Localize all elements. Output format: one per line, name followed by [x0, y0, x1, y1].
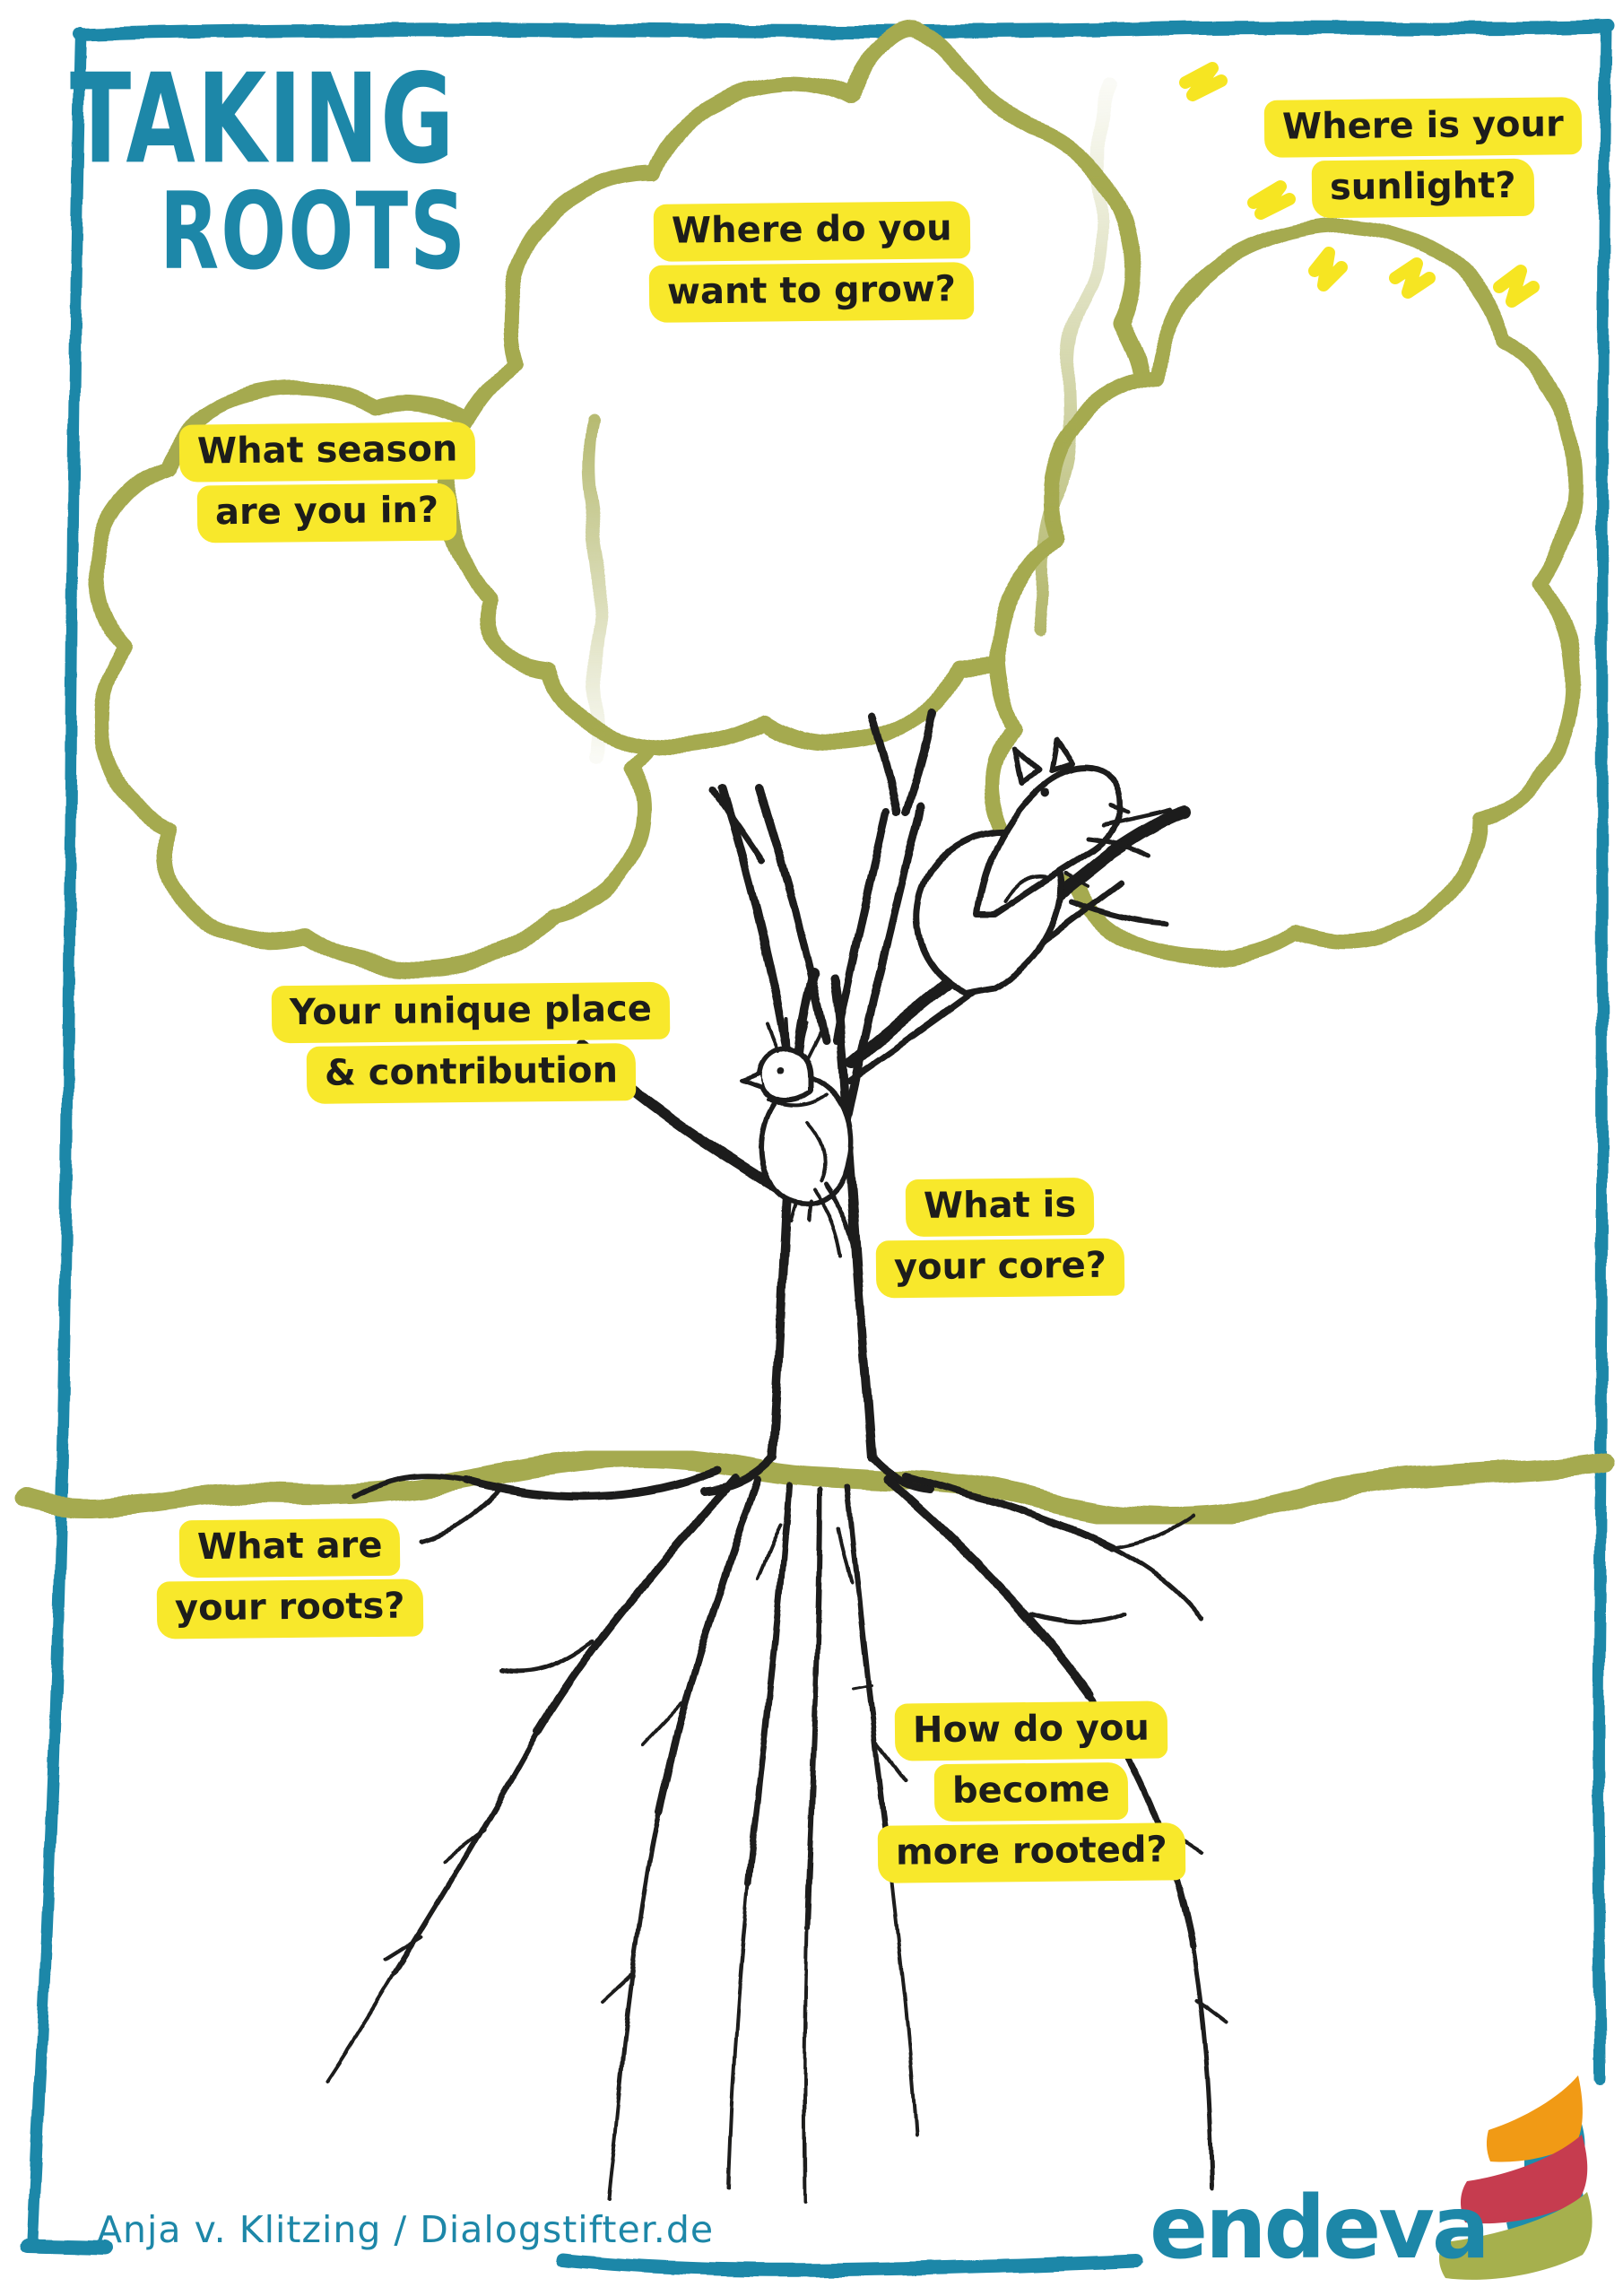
- tree-roots-illustration: [325, 1466, 1228, 2204]
- canopy-fade-strokes: [580, 78, 1117, 765]
- ground-line: [12, 1447, 1616, 1528]
- question-rooted: How do you become more rooted?: [834, 1699, 1228, 1884]
- question-core: What is your core?: [852, 1175, 1148, 1299]
- question-season: What season are you in?: [135, 420, 520, 544]
- question-sunlight-line2: sunlight?: [1311, 158, 1535, 219]
- frame-border: [19, 20, 1615, 2277]
- question-grow-line2: want to grow?: [648, 262, 975, 324]
- page-title: TAKING ROOTS: [70, 47, 468, 295]
- title-line-1: TAKING: [70, 47, 456, 192]
- question-unique-place-line1: Your unique place: [271, 981, 671, 1044]
- question-rooted-line1: How do you: [894, 1700, 1168, 1761]
- question-grow-line1: Where do you: [653, 201, 970, 263]
- question-unique-place-line2: & contribution: [306, 1043, 636, 1105]
- sun-rays-icon: [1179, 62, 1540, 308]
- title-line-2: ROOTS: [160, 170, 468, 295]
- question-roots-line2: your roots?: [156, 1578, 423, 1639]
- question-sunlight: Where is your sunlight?: [1254, 95, 1593, 219]
- question-unique-place: Your unique place & contribution: [260, 980, 681, 1105]
- question-rooted-line3: more rooted?: [877, 1822, 1185, 1884]
- question-roots-line1: What are: [178, 1518, 401, 1578]
- question-roots: What are your roots?: [115, 1516, 464, 1639]
- question-core-line1: What is: [905, 1177, 1095, 1238]
- question-core-line2: your core?: [875, 1238, 1124, 1299]
- endeva-wordmark: endeva: [1150, 2178, 1490, 2278]
- question-grow: Where do you want to grow?: [592, 199, 1031, 324]
- question-season-line2: are you in?: [197, 483, 457, 544]
- author-credit: Anja v. Klitzing / Dialogstifter.de: [97, 2208, 715, 2251]
- bird-illustration: [738, 1017, 858, 1257]
- endeva-spiral-logo: [1438, 2075, 1593, 2280]
- squirrel-illustration: [914, 738, 1173, 997]
- question-season-line1: What season: [178, 422, 476, 483]
- question-rooted-line2: become: [933, 1762, 1129, 1822]
- question-sunlight-line1: Where is your: [1263, 97, 1583, 159]
